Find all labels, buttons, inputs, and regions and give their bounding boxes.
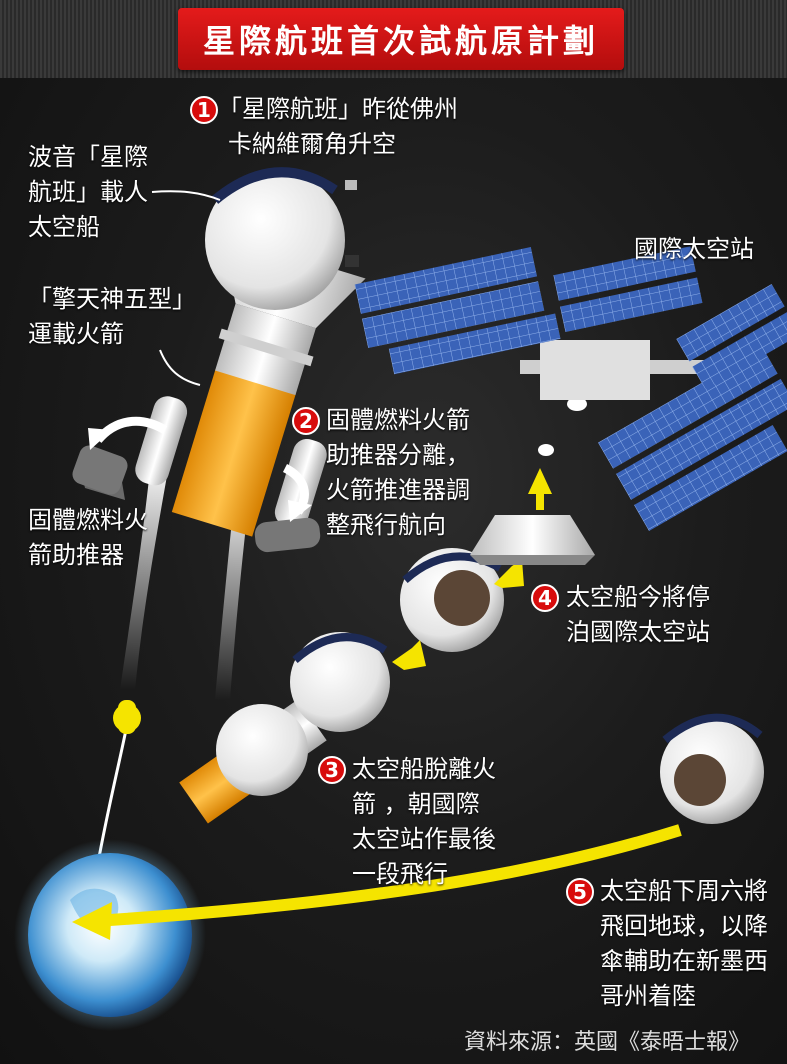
- step-2-text: 固體燃料火箭 助推器分離， 火箭推進器調 整飛行航向: [326, 406, 470, 539]
- page-title: 星際航班首次試航原計劃: [178, 8, 624, 70]
- step-5-text: 太空船下周六將 飛回地球，以降 傘輔助在新墨西 哥州着陸: [600, 877, 768, 1010]
- iss-icon: [354, 246, 787, 532]
- starliner-capsule-icon: [205, 167, 359, 310]
- return-path-arrow: [109, 824, 682, 926]
- small-rocket-icon: [113, 700, 141, 734]
- separated-booster-left: [72, 445, 128, 500]
- docking-capsule-icon: [470, 397, 595, 565]
- step-4-badge: 4: [531, 584, 559, 612]
- separated-booster-right: [254, 517, 321, 553]
- return-arrow-head: [72, 902, 112, 940]
- source-credit: 資料來源：英國《泰晤士報》: [464, 1030, 751, 1055]
- step-1-text: 「星際航班」昨從佛州 卡納維爾角升空: [218, 95, 458, 158]
- progress-arrows: [392, 468, 552, 670]
- step-3-badge: 3: [318, 756, 346, 784]
- step-2-badge: 2: [292, 407, 320, 435]
- capsule-pointer-line: [151, 190, 221, 201]
- returning-capsule-icon: [660, 713, 764, 824]
- capsule-stage-3a: [216, 704, 308, 796]
- title-bar: 星際航班首次試航原計劃: [0, 0, 787, 78]
- rocket-pointer-line: [159, 349, 201, 386]
- exhaust-trails: [120, 470, 250, 700]
- iss-label: 國際太空站: [634, 235, 754, 263]
- step-5-badge: 5: [566, 878, 594, 906]
- rocket-label: 「擎天神五型」 運載火箭: [28, 285, 196, 348]
- step-3-text: 太空船脫離火 箭 ，朝國際 太空站作最後 一段飛行: [352, 755, 496, 888]
- step-4-text: 太空船今將停 泊國際太空站: [566, 583, 710, 646]
- booster-label: 固體燃料火 箭助推器: [28, 506, 148, 569]
- capsule-label: 波音「星際 航班」載人 太空船: [28, 143, 148, 241]
- step-1-badge: 1: [190, 96, 218, 124]
- capsule-stage-3b: [290, 632, 390, 732]
